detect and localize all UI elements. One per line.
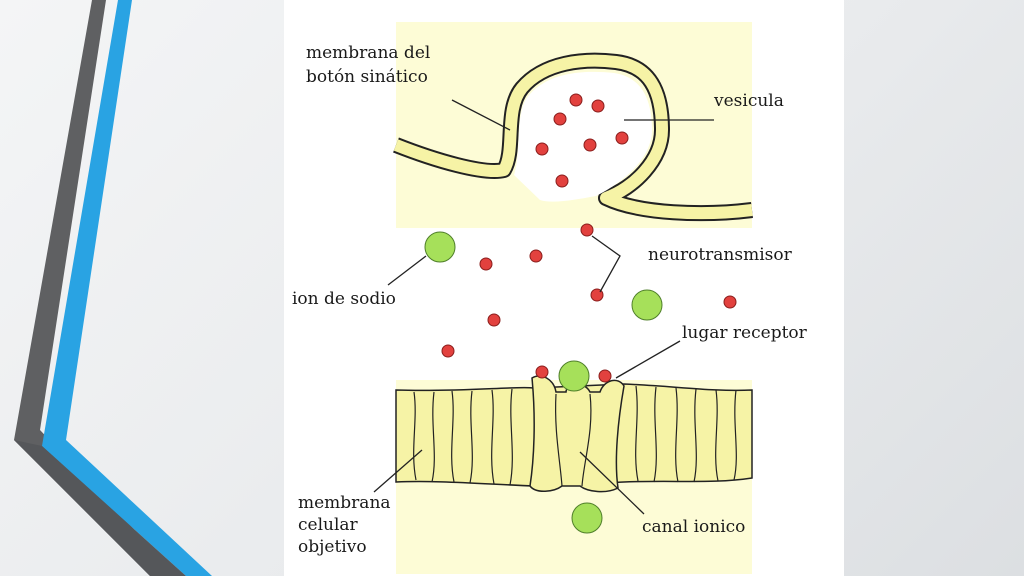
red-dot-icon bbox=[580, 223, 594, 237]
red-dot-icon bbox=[583, 138, 597, 152]
green-circle-icon bbox=[558, 360, 590, 392]
ion-channel-divider-right bbox=[581, 393, 592, 487]
leader-membrana-boton bbox=[451, 99, 511, 131]
green-circle-icon bbox=[571, 502, 603, 534]
red-dot-icon bbox=[535, 142, 549, 156]
green-circle-icon bbox=[424, 231, 456, 263]
diagram-gap bbox=[396, 228, 752, 380]
label-membrana-boton-2: botón sinático bbox=[306, 67, 428, 87]
synapse-diagram: membrana del botón sinático vesicula neu… bbox=[292, 22, 808, 574]
synapse-figure: membrana del botón sinático vesicula neu… bbox=[284, 0, 844, 576]
gray-stripe bbox=[14, 0, 178, 576]
label-membrana-objetivo-3: objetivo bbox=[298, 537, 367, 557]
label-neurotransmisor: neurotransmisor bbox=[648, 245, 793, 265]
label-vesicula: vesicula bbox=[713, 91, 784, 111]
membrane-striations bbox=[413, 385, 737, 486]
label-ion-de-sodio: ion de sodio bbox=[292, 289, 396, 309]
red-dot-icon bbox=[569, 93, 583, 107]
blue-stripe bbox=[42, 0, 212, 576]
neurotransmitters bbox=[441, 93, 737, 383]
red-dot-icon bbox=[723, 295, 737, 309]
red-dot-icon bbox=[553, 112, 567, 126]
sodium-ions bbox=[424, 231, 663, 534]
leader-ion-sodio bbox=[387, 255, 427, 286]
leader-membrana-objetivo bbox=[373, 449, 423, 493]
leader-neurotransmisor bbox=[591, 235, 621, 293]
ion-channel-divider-left bbox=[555, 393, 563, 487]
red-dot-icon bbox=[535, 365, 549, 379]
label-membrana-objetivo-2: celular bbox=[298, 515, 359, 535]
red-dot-icon bbox=[598, 369, 612, 383]
red-dot-icon bbox=[615, 131, 629, 145]
leader-canal-ionico bbox=[579, 451, 645, 515]
red-dot-icon bbox=[487, 313, 501, 327]
red-dot-icon bbox=[441, 344, 455, 358]
label-membrana-boton-1: membrana del bbox=[306, 43, 430, 63]
red-dot-icon bbox=[529, 249, 543, 263]
leader-lugar-receptor bbox=[615, 340, 681, 379]
leader-lines bbox=[373, 99, 714, 515]
red-dot-icon bbox=[479, 257, 493, 271]
red-dot-icon bbox=[591, 99, 605, 113]
presynaptic-membrane-fill bbox=[393, 54, 753, 220]
label-canal-ionico: canal ionico bbox=[642, 517, 745, 537]
green-circle-icon bbox=[631, 289, 663, 321]
ion-channel bbox=[529, 375, 625, 493]
vesicle-interior bbox=[514, 71, 652, 202]
gray-stripe-bottom bbox=[14, 440, 186, 576]
red-dot-icon bbox=[555, 174, 569, 188]
label-lugar-receptor: lugar receptor bbox=[682, 323, 808, 343]
label-membrana-objetivo-1: membrana bbox=[298, 493, 391, 513]
